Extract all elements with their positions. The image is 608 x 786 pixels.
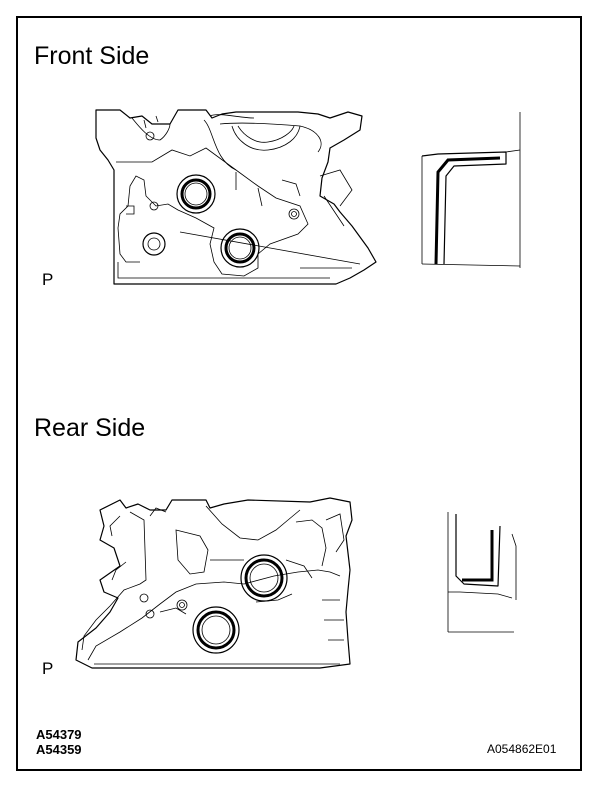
front-point-label: P (42, 270, 54, 289)
rear-point-label: P (42, 659, 54, 678)
front-side-title: Front Side (34, 42, 150, 70)
illustration-code-1: A54379 (36, 727, 82, 742)
front-seal-detail (421, 112, 521, 268)
diagram-frame (16, 16, 582, 771)
front-cylinder-head-drawing (95, 109, 377, 285)
illustration-code-2: A54359 (36, 742, 82, 757)
illustration-code-3: A054862E01 (487, 742, 557, 756)
rear-cylinder-head-drawing (75, 497, 353, 669)
rear-side-title: Rear Side (34, 414, 146, 442)
rear-seal-detail (447, 512, 517, 633)
